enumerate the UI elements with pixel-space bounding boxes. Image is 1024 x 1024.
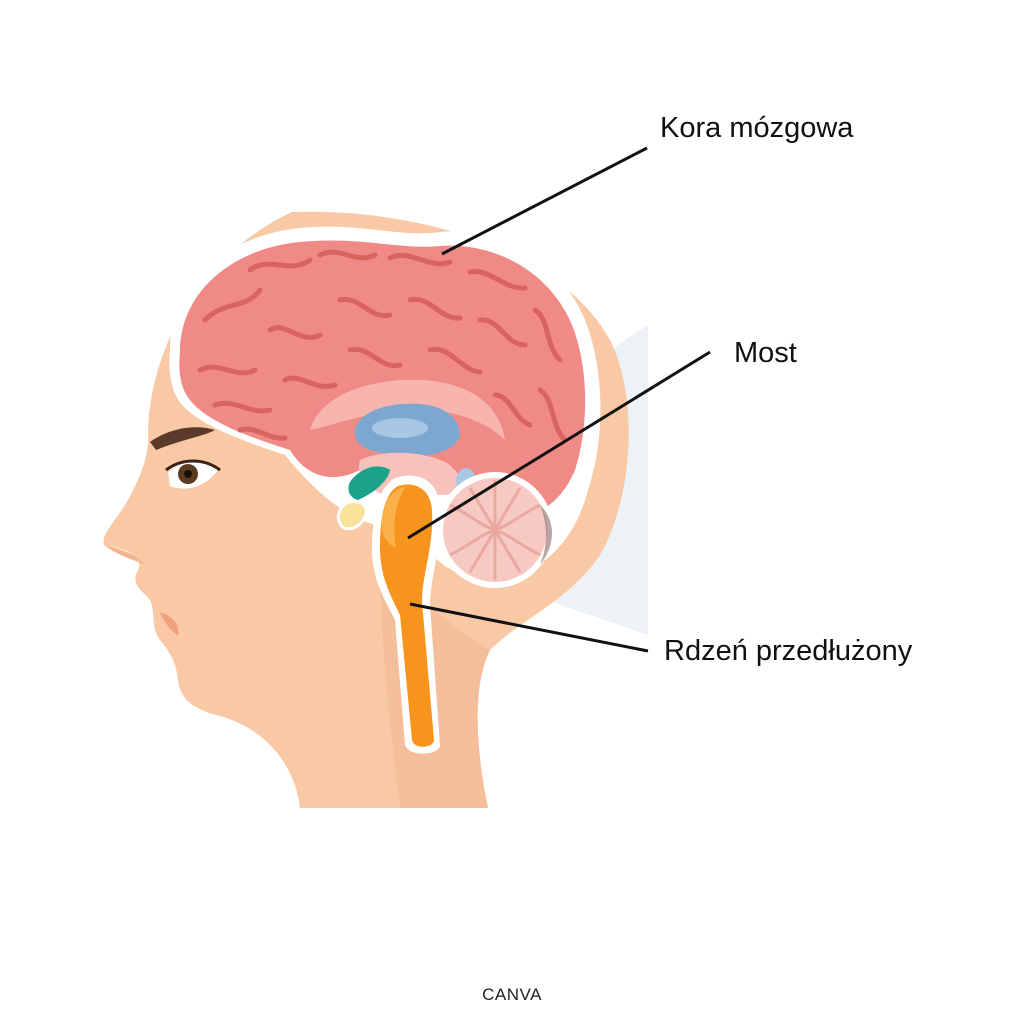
- eye-icon: [165, 459, 221, 489]
- thalamus: [358, 452, 458, 495]
- brainstem: [380, 484, 434, 747]
- label-pons: Most: [734, 337, 797, 369]
- label-medulla-oblongata: Rdzeń przedłużony: [664, 635, 913, 667]
- leader-line-cortex: [441, 146, 648, 256]
- eyebrow-icon: [150, 427, 215, 450]
- nose-shade: [104, 545, 145, 565]
- credit-text: CANVA: [482, 985, 542, 1004]
- pituitary-gland: [336, 500, 368, 531]
- cerebellum: [437, 472, 553, 588]
- label-cerebral-cortex: Kora mózgowa: [660, 112, 854, 144]
- hypothalamus: [348, 466, 390, 500]
- pons-bulge: [381, 487, 405, 548]
- ventricle-highlight: [372, 418, 428, 438]
- cortex-folds: [197, 249, 568, 443]
- cerebellum-shadow: [540, 505, 552, 565]
- leader-line-pons: [407, 350, 711, 540]
- cerebral-cortex: [179, 240, 586, 516]
- leader-line-medulla: [409, 602, 649, 653]
- lip-shade: [160, 612, 179, 636]
